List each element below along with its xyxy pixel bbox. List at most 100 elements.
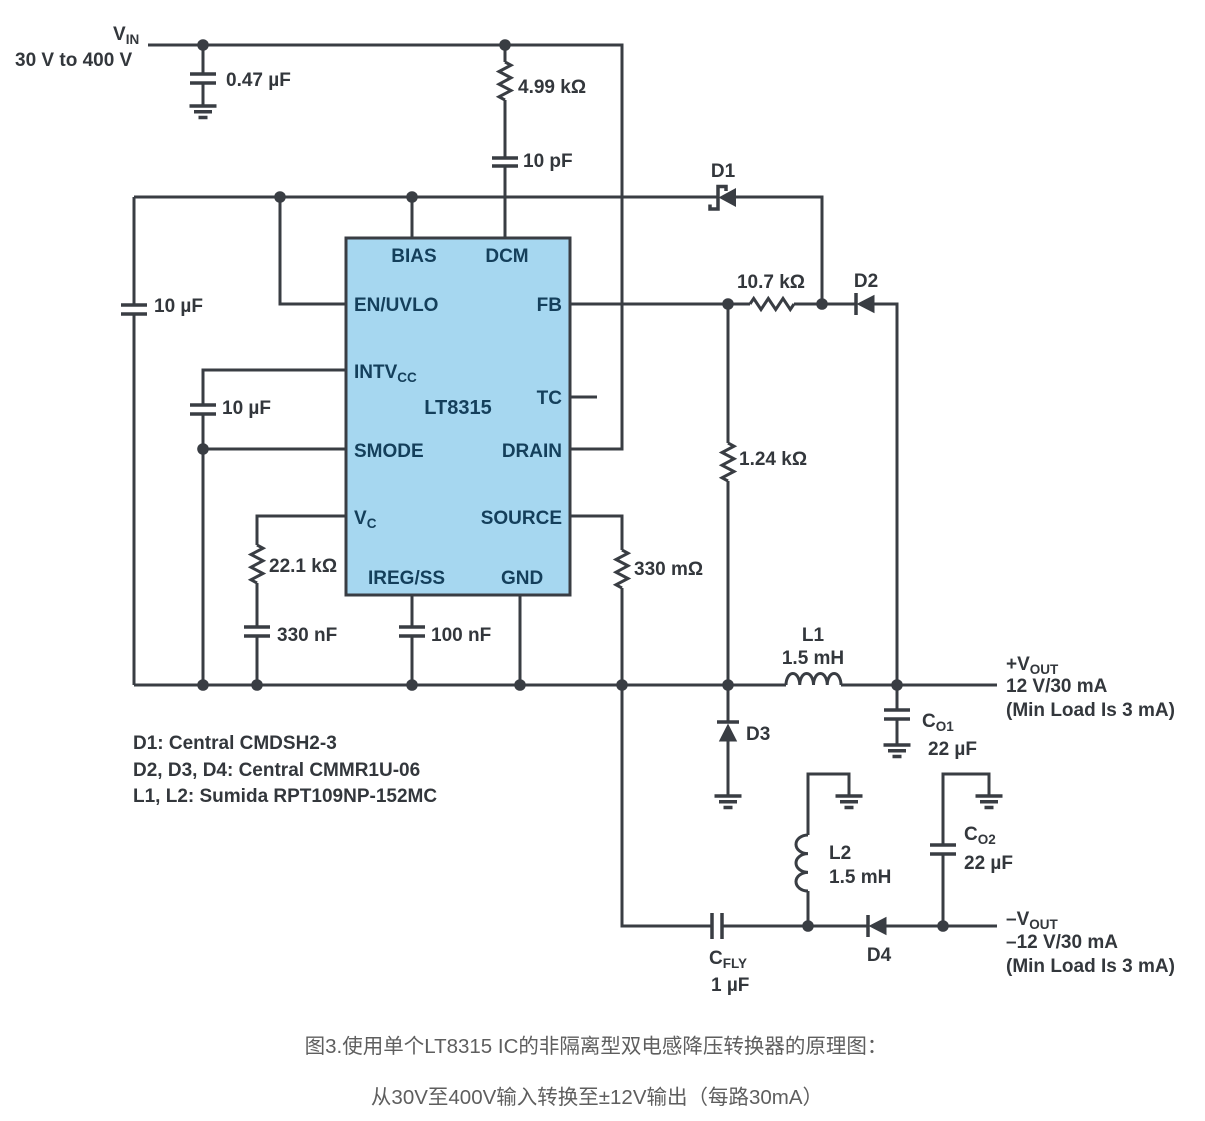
l2-name-label: L2	[829, 843, 851, 864]
junction-dot	[406, 679, 418, 691]
labels: VIN 30 V to 400 V 0.47 µF 4.99 kΩ 10 pF …	[15, 24, 1175, 996]
wire-fb-row	[570, 302, 899, 685]
capacitor-cvc-icon	[244, 625, 270, 638]
figure-caption: 图3.使用单个LT8315 IC的非隔离型双电感降压转换器的原理图： 从30V至…	[305, 1035, 888, 1109]
junction-dot	[197, 679, 209, 691]
inductor-symbols	[784, 672, 843, 893]
junction-dot	[514, 679, 526, 691]
co2-name-label: CO2	[964, 824, 996, 847]
cdcm-value-label: 10 pF	[523, 151, 573, 172]
capacitor-symbols	[121, 72, 956, 939]
wire-d1-to-fb	[736, 195, 824, 304]
co1-value-label: 22 µF	[928, 739, 977, 760]
vout-pos-rating-label: 12 V/30 mA	[1006, 676, 1108, 697]
ic-pin-fb: FB	[537, 295, 562, 316]
junction-dot	[499, 39, 511, 51]
diode-d4-icon	[866, 915, 887, 937]
diode-d2-triangle	[856, 294, 875, 314]
junction-dots	[197, 39, 949, 932]
wire-vc-branch	[255, 514, 346, 685]
ic-pin-gnd: GND	[501, 568, 543, 589]
vin-range-label: 30 V to 400 V	[15, 50, 133, 71]
inductor-l2-icon	[794, 833, 809, 893]
diode-d1-schottky-bar	[708, 184, 728, 211]
junction-dot	[274, 191, 286, 203]
junction-dot	[816, 298, 828, 310]
resistor-rfb-bot-icon	[718, 441, 738, 483]
l1-value-label: 1.5 mH	[782, 648, 844, 669]
wire-l2-leads	[806, 772, 851, 926]
ic-pin-dcm: DCM	[485, 246, 528, 267]
junction-dot	[802, 920, 814, 932]
wire-en-uvlo	[278, 197, 346, 306]
wire-source-branch	[570, 514, 624, 685]
diode-symbols	[708, 184, 887, 937]
capacitor-cdcm-icon	[492, 156, 518, 168]
caption-line-1: 图3.使用单个LT8315 IC的非隔离型双电感降压转换器的原理图：	[305, 1035, 888, 1058]
capacitor-ciregss-icon	[399, 625, 425, 638]
cintvcc-value-label: 10 µF	[222, 398, 271, 419]
d1-label: D1	[711, 161, 736, 182]
vout-neg-rating-label: –12 V/30 mA	[1006, 932, 1118, 953]
diode-d1-icon	[708, 184, 736, 211]
vout-neg-label: –VOUT	[1006, 909, 1059, 932]
ic-name: LT8315	[424, 397, 491, 419]
ic-pin-ireg-ss: IREG/SS	[368, 568, 445, 589]
resistor-rvc-icon	[247, 543, 267, 585]
capacitor-cfly-icon	[710, 913, 724, 939]
resistor-rsense-icon	[612, 548, 632, 590]
capacitor-cintvcc-icon	[190, 403, 216, 416]
ic-pin-bias: BIAS	[391, 246, 436, 267]
inductor-l1-icon	[784, 672, 843, 686]
co1-name-label: CO1	[922, 711, 954, 734]
rdcm-value-label: 4.99 kΩ	[518, 77, 586, 98]
wires	[132, 43, 997, 928]
cfly-name-label: CFLY	[709, 948, 747, 971]
ic-pin-smode: SMODE	[354, 441, 424, 462]
rsense-value-label: 330 mΩ	[634, 559, 703, 580]
co2-value-label: 22 µF	[964, 853, 1013, 874]
ic-pin-tc: TC	[537, 388, 563, 409]
vin-label: VIN	[113, 24, 139, 47]
resistor-rfb-top-icon	[748, 295, 796, 313]
d2-label: D2	[854, 271, 878, 292]
wire-co2-leads	[941, 772, 991, 926]
junction-dot	[722, 679, 734, 691]
parts-list-line-3: L1, L2: Sumida RPT109NP-152MC	[133, 786, 437, 807]
diode-d2-icon	[854, 293, 875, 315]
parts-list-line-1: D1: Central CMDSH2-3	[133, 733, 337, 754]
junction-dot	[616, 679, 628, 691]
ic-pin-source: SOURCE	[481, 508, 562, 529]
diode-d3-icon	[717, 720, 739, 742]
capacitor-co2-icon	[930, 843, 956, 856]
ground-icon	[883, 743, 911, 759]
vout-neg-minload-label: (Min Load Is 3 mA)	[1006, 956, 1175, 977]
l1-name-label: L1	[802, 625, 825, 646]
diode-d4-triangle	[868, 916, 887, 936]
ic-pin-en-uvlo: EN/UVLO	[354, 295, 438, 316]
caption-line-2: 从30V至400V输入转换至±12V输出（每路30mA）	[371, 1086, 823, 1109]
wire-vin-rail-and-drain	[148, 43, 624, 451]
cfly-value-label: 1 µF	[711, 975, 749, 996]
ground-icon	[189, 104, 217, 120]
ic-pin-intvcc: INTVCC	[354, 362, 417, 385]
diode-d3-triangle	[718, 723, 738, 742]
resistor-symbols	[247, 60, 796, 590]
capacitor-cbias-icon	[121, 303, 147, 316]
parts-list: D1: Central CMDSH2-3 D2, D3, D4: Central…	[133, 733, 437, 807]
ic-pin-vc: VC	[354, 508, 377, 531]
junction-dot	[197, 39, 209, 51]
ground-icon	[714, 794, 742, 810]
vout-pos-label: +VOUT	[1006, 654, 1059, 677]
cbias-value-label: 10 µF	[154, 296, 203, 317]
vout-pos-minload-label: (Min Load Is 3 mA)	[1006, 700, 1175, 721]
ic-block: BIAS DCM EN/UVLO INTVCC SMODE VC IREG/SS…	[344, 236, 572, 597]
cin-value-label: 0.47 µF	[226, 70, 291, 91]
rfb-top-value-label: 10.7 kΩ	[737, 272, 805, 293]
junction-dot	[722, 298, 734, 310]
diode-d1-triangle	[718, 188, 736, 207]
junction-dot	[251, 679, 263, 691]
ground-symbols	[189, 104, 1003, 810]
junction-dot	[891, 679, 903, 691]
